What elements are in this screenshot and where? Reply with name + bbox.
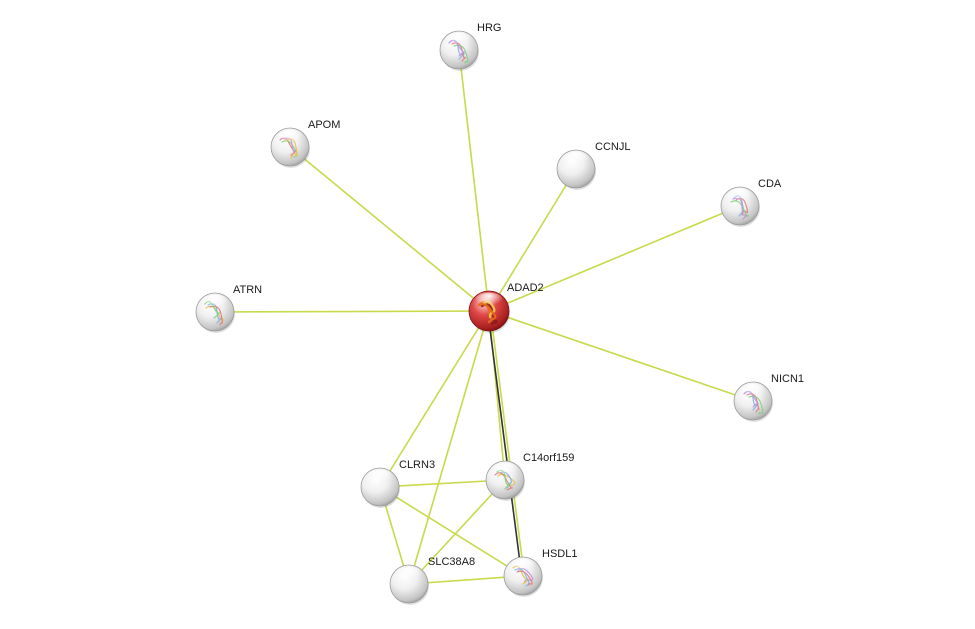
node-apom[interactable]: APOM bbox=[270, 119, 340, 168]
edge-adad2-hsdl1-coexpression[interactable] bbox=[486, 311, 523, 577]
node-highlight bbox=[726, 188, 754, 205]
node-ccnjl[interactable]: CCNJL bbox=[556, 141, 630, 190]
node-label-cda: CDA bbox=[758, 178, 782, 190]
node-highlight bbox=[201, 294, 229, 311]
node-label-apom: APOM bbox=[308, 119, 340, 131]
node-label-slc38a8: SLC38A8 bbox=[428, 556, 475, 568]
edge-adad2-ccnjl-textmining[interactable] bbox=[488, 168, 577, 312]
node-label-clrn3: CLRN3 bbox=[399, 459, 435, 471]
node-label-c14orf159: C14orf159 bbox=[523, 452, 574, 464]
edge-adad2-apom-textmining[interactable] bbox=[289, 146, 490, 312]
node-label-hsdl1: HSDL1 bbox=[542, 548, 577, 560]
node-highlight bbox=[509, 558, 537, 575]
node-adad2[interactable]: ADAD2 bbox=[468, 282, 544, 333]
edge-slc38a8-c14orf159-textmining[interactable] bbox=[408, 479, 506, 585]
edge-adad2-clrn3-textmining[interactable] bbox=[379, 310, 490, 488]
edge-clrn3-hsdl1-textmining[interactable] bbox=[379, 486, 524, 577]
node-highlight bbox=[276, 129, 304, 146]
edge-clrn3-c14orf159-textmining[interactable] bbox=[379, 479, 506, 488]
edge-adad2-cda-textmining[interactable] bbox=[488, 205, 741, 312]
node-highlight bbox=[445, 32, 473, 49]
node-highlight bbox=[491, 462, 519, 479]
node-highlight bbox=[739, 383, 767, 400]
edge-adad2-atrn-textmining[interactable] bbox=[214, 310, 490, 313]
node-highlight bbox=[475, 292, 503, 310]
node-nicn1[interactable]: NICN1 bbox=[733, 373, 804, 422]
node-highlight bbox=[562, 151, 590, 168]
node-highlight bbox=[395, 566, 423, 583]
node-label-nicn1: NICN1 bbox=[771, 373, 804, 385]
node-label-atrn: ATRN bbox=[233, 284, 262, 296]
node-label-adad2: ADAD2 bbox=[507, 282, 544, 294]
edges-layer bbox=[214, 49, 754, 585]
node-hrg[interactable]: HRG bbox=[439, 22, 501, 71]
edge-adad2-hrg-textmining[interactable] bbox=[458, 49, 490, 312]
node-cda[interactable]: CDA bbox=[720, 178, 782, 227]
node-hsdl1[interactable]: HSDL1 bbox=[503, 548, 577, 597]
node-label-ccnjl: CCNJL bbox=[595, 141, 630, 153]
node-atrn[interactable]: ATRN bbox=[195, 284, 262, 333]
node-slc38a8[interactable]: SLC38A8 bbox=[389, 556, 475, 605]
node-highlight bbox=[366, 469, 394, 486]
edge-adad2-nicn1-textmining[interactable] bbox=[488, 310, 754, 402]
edge-adad2-hsdl1-textmining[interactable] bbox=[489, 310, 526, 576]
node-clrn3[interactable]: CLRN3 bbox=[360, 459, 435, 508]
node-label-hrg: HRG bbox=[477, 22, 501, 34]
node-c14orf159[interactable]: C14orf159 bbox=[485, 452, 574, 501]
edge-adad2-slc38a8-textmining[interactable] bbox=[408, 310, 490, 585]
